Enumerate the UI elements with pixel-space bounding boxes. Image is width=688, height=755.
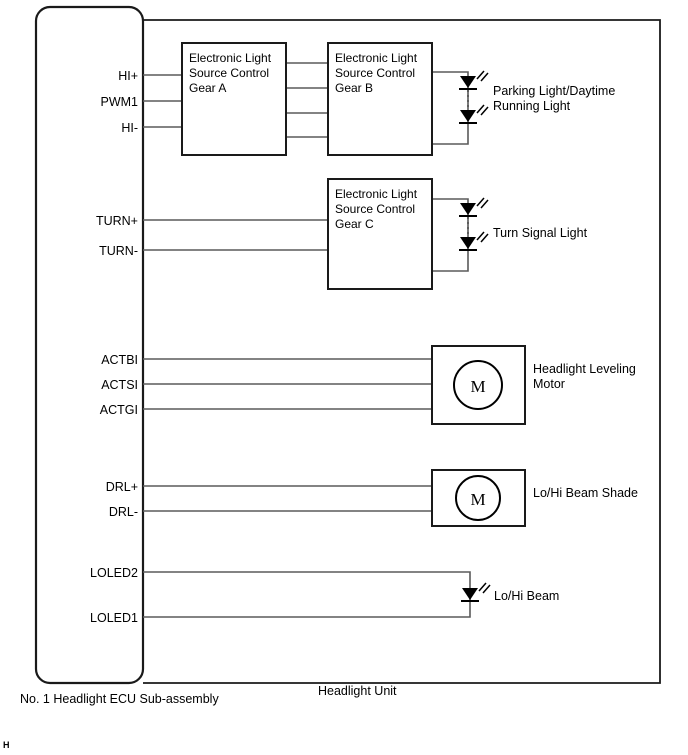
motor-circle <box>453 360 503 410</box>
led-turn-signal-light: Turn Signal Light <box>459 197 588 251</box>
motor-symbol: M <box>470 490 485 509</box>
led-parking-daytime-running-light: Parking Light/Daytime Running Light <box>459 70 615 124</box>
leveling-motor-label-1: Headlight Leveling <box>533 362 636 376</box>
parking-light-label-2: Running Light <box>493 99 571 113</box>
gear-c-line-2: Source Control <box>335 202 415 216</box>
gear-c-output-wires <box>432 198 469 272</box>
terminal-label-actgi: ACTGI <box>100 403 138 417</box>
turn-signal-label: Turn Signal Light <box>493 226 588 240</box>
terminal-wires <box>143 74 471 618</box>
motor-headlight-leveling: M Headlight Leveling Motor <box>431 345 636 425</box>
block-gear-c: Electronic Light Source Control Gear C <box>327 178 433 290</box>
headlight-unit-caption: Headlight Unit <box>318 684 397 698</box>
gear-a-line-2: Source Control <box>189 66 269 80</box>
terminal-label-actsi: ACTSI <box>101 378 138 392</box>
block-gear-a: Electronic Light Source Control Gear A <box>181 42 287 156</box>
terminal-label-drl-plus: DRL+ <box>106 480 138 494</box>
gear-b-output-wires <box>432 71 469 145</box>
terminal-label-turn-minus: TURN- <box>99 244 138 258</box>
terminal-label-drl-minus: DRL- <box>109 505 138 519</box>
led-symbol-upper <box>459 70 489 90</box>
motor-symbol: M <box>470 377 485 396</box>
motor-lo-hi-beam-shade: M Lo/Hi Beam Shade <box>431 469 638 527</box>
gear-c-line-3: Gear C <box>335 217 374 231</box>
gear-a-line-3: Gear A <box>189 81 226 95</box>
headlight-unit-frame <box>143 19 661 684</box>
led-symbol-upper <box>459 197 489 217</box>
terminal-label-loled2: LOLED2 <box>90 566 138 580</box>
ecu-caption: No. 1 Headlight ECU Sub-assembly <box>20 692 219 706</box>
gear-b-line-1: Electronic Light <box>335 51 418 65</box>
gear-c-line-1: Electronic Light <box>335 187 418 201</box>
parking-light-label-1: Parking Light/Daytime <box>493 84 615 98</box>
ecu-connector-box <box>34 5 145 685</box>
terminal-labels: HI+ PWM1 HI- TURN+ TURN- ACTBI ACTSI ACT… <box>90 69 138 625</box>
corner-mark: H <box>3 740 10 750</box>
terminal-label-hi-plus: HI+ <box>118 69 138 83</box>
terminal-label-hi-minus: HI- <box>121 121 138 135</box>
block-gear-b: Electronic Light Source Control Gear B <box>327 42 433 156</box>
terminal-label-pwm1: PWM1 <box>101 95 139 109</box>
gear-b-line-3: Gear B <box>335 81 373 95</box>
gear-a-to-gear-b-wires <box>286 62 328 138</box>
leveling-motor-label-2: Motor <box>533 377 565 391</box>
gear-a-line-1: Electronic Light <box>189 51 272 65</box>
beam-shade-label: Lo/Hi Beam Shade <box>533 486 638 500</box>
lo-hi-beam-label: Lo/Hi Beam <box>494 589 559 603</box>
terminal-label-loled1: LOLED1 <box>90 611 138 625</box>
motor-circle <box>455 475 501 521</box>
terminal-label-turn-plus: TURN+ <box>96 214 138 228</box>
terminal-label-actbi: ACTBI <box>101 353 138 367</box>
led-symbol-lower <box>459 231 489 251</box>
led-symbol-lower <box>459 104 489 124</box>
gear-b-line-2: Source Control <box>335 66 415 80</box>
led-lo-hi-beam: Lo/Hi Beam <box>461 582 559 603</box>
